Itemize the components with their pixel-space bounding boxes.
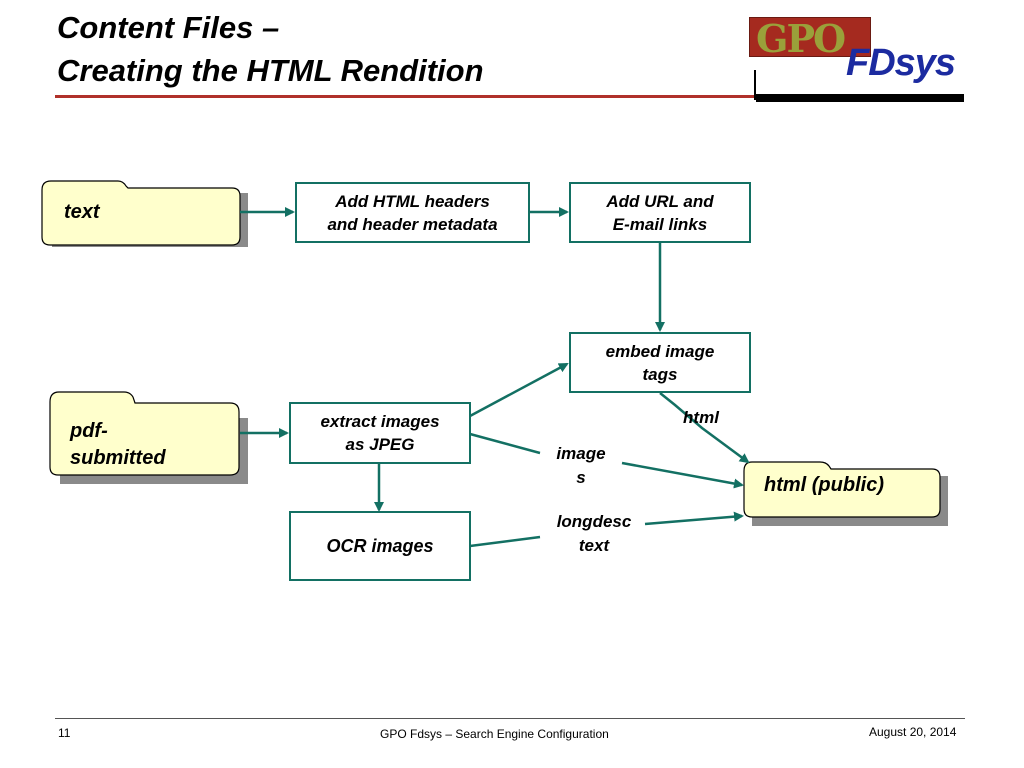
fdsys-brand: FDsys [846, 42, 956, 84]
box-extract-line-2: as JPEG [345, 435, 415, 454]
box-add-html-headers: Add HTML headers and header metadata [295, 182, 530, 243]
box-add-html-headers-line-1: Add HTML headers [335, 191, 490, 211]
box-embed-image-tags: embed image tags [569, 332, 751, 393]
box-ocr-images: OCR images [289, 511, 471, 581]
folder-pdf-label-line-2: submitted [70, 447, 166, 469]
edge-label-longdesc: longdesc text [544, 510, 644, 558]
footer-divider [55, 718, 965, 719]
box-embed-line-2: tags [642, 364, 678, 384]
box-add-url-line-1: Add URL and [606, 191, 714, 211]
folder-pdf-label: pdf- submitted [70, 418, 166, 472]
arrow-images-to-html-public [621, 461, 744, 489]
edge-label-html: html [683, 408, 719, 427]
folder-pdf-submitted [49, 391, 248, 484]
box-embed-line-1: embed image [605, 341, 715, 361]
box-extract-images: extract images as JPEG [289, 402, 471, 464]
brand-divider [754, 70, 756, 100]
box-add-url-email-links: Add URL and E-mail links [569, 182, 751, 243]
title-line-2: Creating the HTML Rendition [57, 53, 484, 88]
brand-underline [756, 94, 964, 102]
box-extract-line-1: extract images [320, 412, 440, 431]
title-underline [55, 95, 755, 98]
gpo-logo: GPO [749, 17, 871, 57]
box-add-html-headers-line-2: and header metadata [327, 214, 498, 234]
footer-center-text: GPO Fdsys – Search Engine Configuration [380, 727, 609, 741]
gpo-logo-text: GPO [756, 17, 846, 57]
edge-label-images-line-2: s [576, 468, 586, 487]
edge-label-longdesc-line-2: text [578, 536, 610, 555]
folder-pdf-label-line-1: pdf- [70, 420, 108, 442]
title-line-1: Content Files – [57, 10, 280, 45]
box-add-url-line-2: E-mail links [612, 214, 708, 234]
footer-date: August 20, 2014 [869, 725, 957, 739]
arrow-extract-to-embed [469, 362, 569, 418]
folder-text-label: text [64, 201, 100, 223]
arrow-extract-images-line [469, 432, 541, 455]
edge-label-images-line-1: image [556, 444, 606, 463]
arrow-embed-to-html-public [659, 392, 750, 464]
edge-label-images: image s [548, 442, 614, 490]
arrow-ocr-longdesc-line [469, 535, 541, 548]
page-number: 11 [58, 726, 71, 740]
folder-html-public-label: html (public) [764, 474, 884, 496]
folder-text [41, 180, 248, 247]
folder-html-public [743, 461, 948, 526]
slide-title: Content Files – Creating the HTML Rendit… [57, 6, 484, 92]
arrow-longdesc-to-html-public [644, 511, 744, 526]
edge-label-longdesc-line-1: longdesc [556, 512, 632, 531]
